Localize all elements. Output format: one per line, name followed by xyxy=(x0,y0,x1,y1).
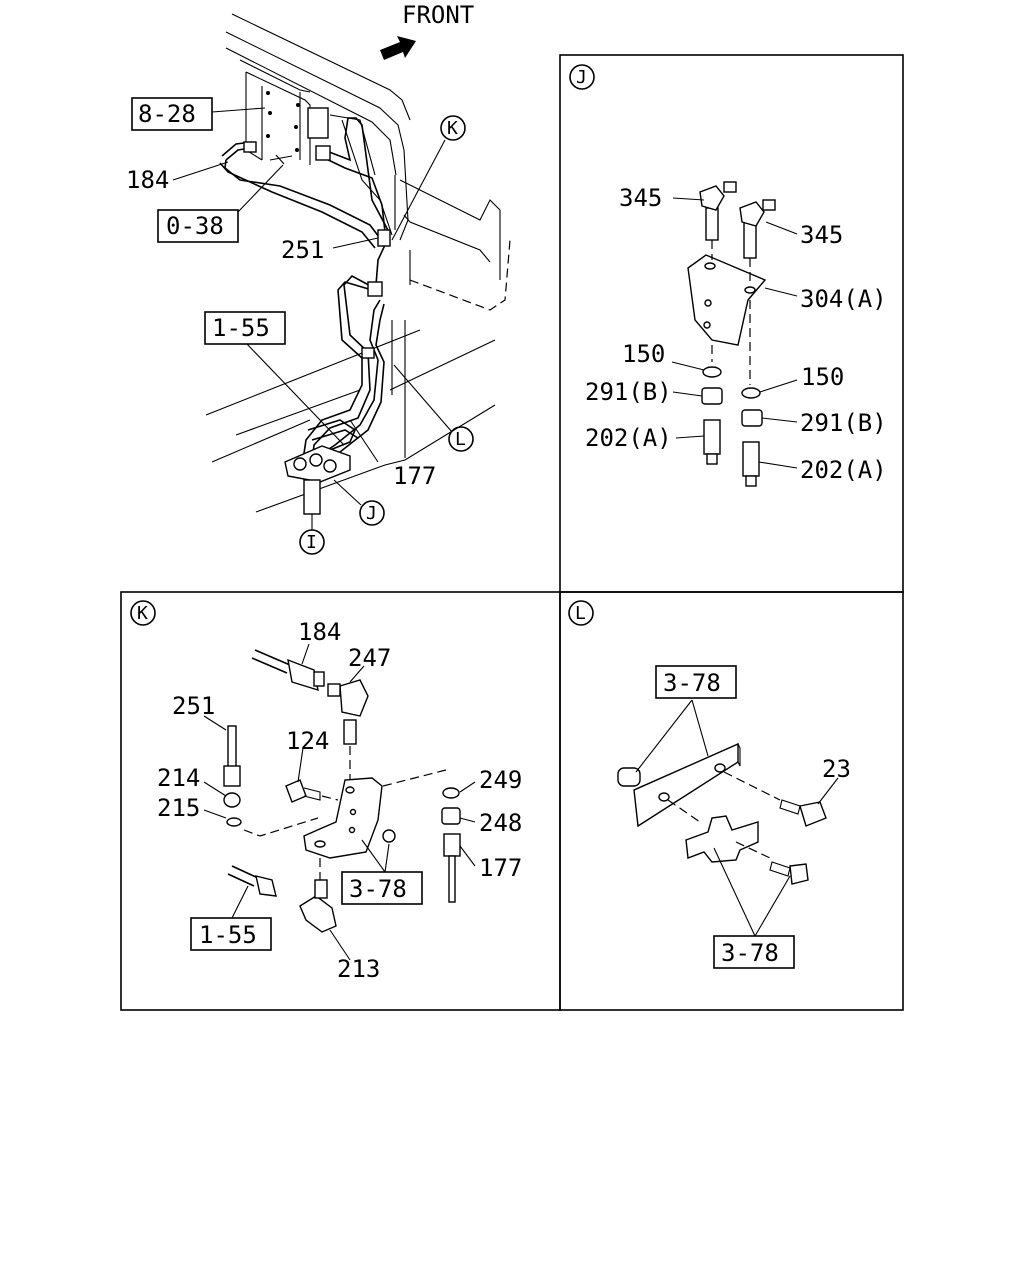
nut-291-right xyxy=(741,409,763,427)
callout-j-label: J xyxy=(366,503,377,524)
callout-k-circle[interactable] xyxy=(440,115,466,141)
ref-1-55-k-label: 1-55 xyxy=(199,921,257,949)
part-247-label: 247 xyxy=(348,644,391,672)
ref-3-78-l-bottom-label: 3-78 xyxy=(721,939,779,967)
part-23-label: 23 xyxy=(822,755,851,783)
callout-l-circle[interactable] xyxy=(448,426,474,452)
ref-box-3-78-l-bottom[interactable] xyxy=(713,935,795,969)
washer-150-left xyxy=(702,366,722,378)
part-177-label: 177 xyxy=(393,462,436,490)
panel-frames xyxy=(120,54,904,1011)
clamp-plate-shape xyxy=(633,742,739,828)
part-214-label: 214 xyxy=(157,764,200,792)
panel-l-frame xyxy=(559,591,904,1011)
part-202-label-right: 202(A) xyxy=(800,456,887,484)
ref-box-1-55[interactable] xyxy=(204,311,286,345)
clamp-band-shape xyxy=(685,815,759,863)
main-overview: FRONT xyxy=(126,1,511,555)
callout-l-label: L xyxy=(455,429,466,450)
panel-j-title-circle xyxy=(569,64,595,90)
part-345-label-left: 345 xyxy=(619,184,662,212)
ref-1-55-label: 1-55 xyxy=(212,314,270,342)
ref-3-78-l-top-label: 3-78 xyxy=(663,669,721,697)
part-248-label: 248 xyxy=(479,809,522,837)
part-251-k-label: 251 xyxy=(172,692,215,720)
nut-291-left xyxy=(701,387,723,405)
brake-pipes xyxy=(219,117,391,463)
part-249-label: 249 xyxy=(479,766,522,794)
front-label: FRONT xyxy=(402,1,474,29)
part-150-label-left: 150 xyxy=(622,340,665,368)
ref-8-28-label: 8-28 xyxy=(138,100,196,128)
panel-k-title-circle xyxy=(130,600,156,626)
callout-j-circle[interactable] xyxy=(359,500,385,526)
part-177-k-label: 177 xyxy=(479,854,522,882)
panel-j-title: J xyxy=(576,67,587,88)
part-202-label-left: 202(A) xyxy=(585,424,672,452)
panel-l-title: L xyxy=(575,603,586,624)
panel-k: K xyxy=(130,600,522,983)
panel-j: J xyxy=(569,64,887,487)
part-251-label: 251 xyxy=(281,236,324,264)
panel-l-title-circle xyxy=(568,600,594,626)
washer-150-right xyxy=(741,387,761,399)
callout-i-label: I xyxy=(306,532,317,553)
ref-box-1-55-k[interactable] xyxy=(190,917,272,951)
part-345-label-right: 345 xyxy=(800,221,843,249)
panel-l: L 3-78 23 3-78 xyxy=(568,600,851,969)
ref-3-78-k-label: 3-78 xyxy=(349,875,407,903)
junction-block xyxy=(284,445,351,515)
part-213-label: 213 xyxy=(337,955,380,983)
part-291-label-left: 291(B) xyxy=(585,378,672,406)
bushing-202-right xyxy=(742,441,760,477)
panel-k-title: K xyxy=(137,603,148,624)
main-leaders xyxy=(172,107,453,530)
bushing-202-left xyxy=(703,419,721,455)
part-150-label-right: 150 xyxy=(801,363,844,391)
union-345-right xyxy=(739,199,776,259)
part-124-label: 124 xyxy=(286,727,329,755)
part-184-k-label: 184 xyxy=(298,618,341,646)
ref-0-38-label: 0-38 xyxy=(166,212,224,240)
bracket-3-78-shape xyxy=(303,777,383,859)
part-291-label-right: 291(B) xyxy=(800,409,887,437)
union-345-left xyxy=(699,181,737,241)
ref-box-0-38[interactable] xyxy=(157,209,239,243)
part-184-label: 184 xyxy=(126,166,169,194)
callout-k-label: K xyxy=(447,118,458,139)
part-215-label: 215 xyxy=(157,794,200,822)
ref-box-3-78-l-top[interactable] xyxy=(655,665,737,699)
ref-box-3-78-k[interactable] xyxy=(341,871,423,905)
front-arrow-icon xyxy=(380,36,416,60)
callout-i-circle[interactable] xyxy=(299,529,325,555)
bracket-304-shape xyxy=(687,254,767,346)
ref-box-8-28[interactable] xyxy=(131,97,213,131)
part-304-label: 304(A) xyxy=(800,285,887,313)
